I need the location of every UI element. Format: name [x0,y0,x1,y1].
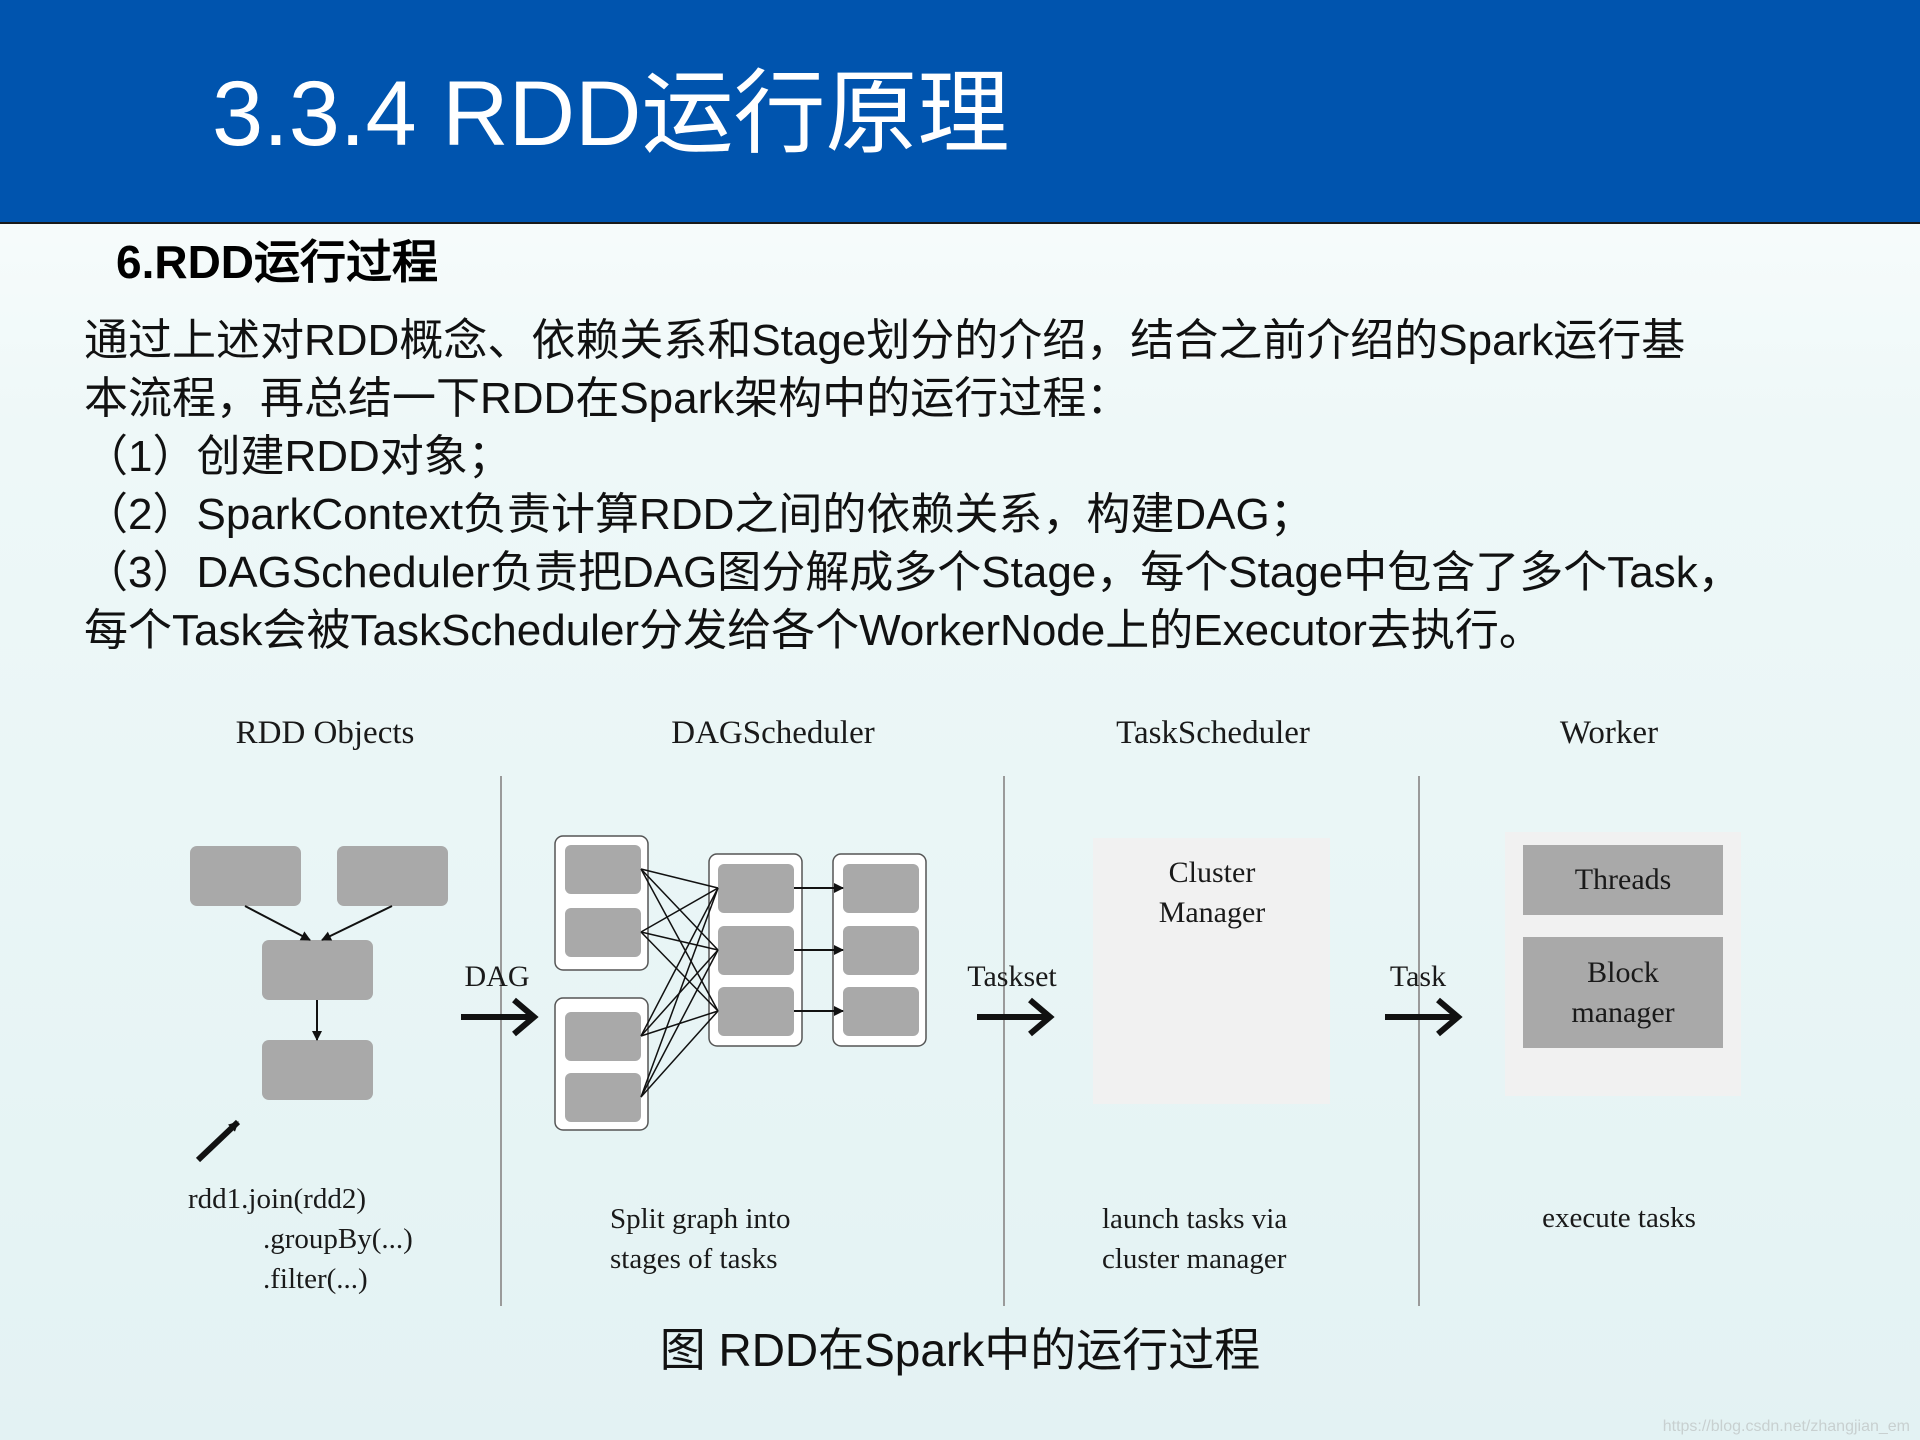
block-manager-label: manager [1571,996,1674,1029]
rdd-node [190,846,301,906]
block-manager-box [1523,937,1723,1048]
task-block [843,926,919,975]
worker-description: execute tasks [1542,1202,1696,1234]
taskscheduler-description: launch tasks via [1102,1203,1287,1235]
body-line: （2）SparkContext负责计算RDD之间的依赖关系，构建DAG； [84,490,1314,539]
rdd-node [337,846,448,906]
section-heading: 6.RDD运行过程 [116,236,439,288]
code-line: rdd1.join(rdd2) [188,1183,366,1215]
rdd-object-graph [190,846,448,1163]
dagscheduler-description: stages of tasks [610,1243,778,1275]
body-line: 通过上述对RDD概念、依赖关系和Stage划分的介绍，结合之前介绍的Spark运… [84,316,1686,365]
cluster-manager-box [1093,838,1330,1104]
task-block [565,908,641,957]
task-block [843,864,919,913]
task-arrow [1385,997,1463,1037]
cluster-manager-label: Cluster [1169,856,1256,889]
column-header-rdd-objects: RDD Objects [236,715,415,751]
taskscheduler-description: cluster manager [1102,1243,1287,1275]
rdd-node [262,1040,373,1100]
rdd-node [262,940,373,1000]
code-pointer-arrow [195,1119,241,1163]
dependency-arrow [321,905,393,941]
arrow-label-dag: DAG [465,960,530,993]
task-block [718,864,794,913]
code-line: .groupBy(...) [263,1223,413,1255]
body-paragraph: 通过上述对RDD概念、依赖关系和Stage划分的介绍，结合之前介绍的Spark运… [84,312,1864,660]
watermark: https://blog.csdn.net/zhangjian_em [1662,1418,1910,1435]
task-block [565,845,641,894]
task-block [718,987,794,1036]
task-block [565,1073,641,1122]
task-block [718,926,794,975]
arrow-label-task: Task [1390,960,1446,993]
cluster-manager-label: Manager [1159,896,1266,929]
body-line: 本流程，再总结一下RDD在Spark架构中的运行过程： [84,374,1131,423]
slide-title: 3.3.4 RDD运行原理 [212,63,1010,165]
code-line: .filter(...) [263,1263,368,1295]
dependency-arrow [244,905,311,941]
taskset-arrow [977,997,1055,1037]
figure-caption: 图 RDD在Spark中的运行过程 [659,1324,1261,1376]
body-line: （3）DAGScheduler负责把DAG图分解成多个Stage，每个Stage… [84,548,1742,597]
body-line: （1）创建RDD对象； [84,432,512,481]
threads-label: Threads [1575,863,1672,896]
stage-graph [554,835,927,1131]
slide-header: 3.3.4 RDD运行原理 [0,0,1920,224]
body-line: 每个Task会被TaskScheduler分发给各个WorkerNode上的Ex… [84,606,1543,655]
dag-arrow [461,997,539,1037]
threads-box [1523,845,1723,915]
shuffle-dependencies [640,868,719,1098]
column-header-dagscheduler: DAGScheduler [671,715,874,751]
block-manager-label: Block [1587,956,1659,989]
task-block [565,1012,641,1061]
dagscheduler-description: Split graph into [610,1203,790,1235]
task-block [843,987,919,1036]
column-header-taskscheduler: TaskScheduler [1116,715,1310,751]
arrow-label-taskset: Taskset [967,960,1057,993]
column-header-worker: Worker [1560,715,1658,751]
